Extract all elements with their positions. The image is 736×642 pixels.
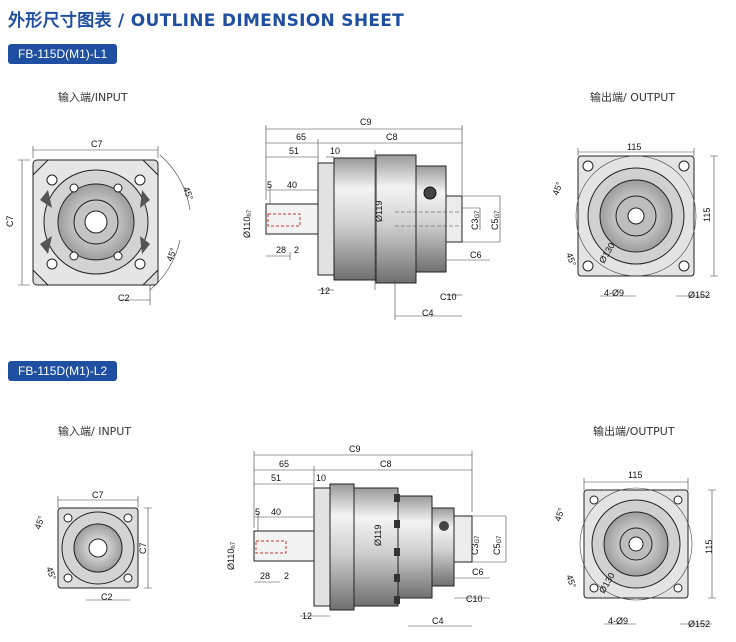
dim-c4-l2: C4 [432, 616, 444, 626]
dim-5-l2: 5 [255, 507, 260, 517]
tolerance-subscript: G7 [495, 210, 501, 219]
input-view-l1: C7 C7 45° 45° C2 [5, 139, 195, 305]
dim-c7-side-l1: C7 [5, 215, 15, 227]
dim-c5-l2: C5G7 [492, 535, 503, 555]
dim-45-top-l2: 45° [32, 514, 46, 531]
tolerance-subscript: h7 [231, 541, 237, 548]
dim-phi110-l1: Ø110h7 [242, 209, 253, 238]
dim-c6-l1: C6 [470, 250, 482, 260]
dim-phi119-l1: Ø119 [374, 201, 384, 222]
dim-c2-l1: C2 [118, 293, 130, 303]
tolerance-subscript: h7 [247, 209, 253, 216]
dim-c7-side-l2: C7 [138, 542, 148, 554]
tolerance-subscript: G7 [475, 210, 481, 219]
dim-65-l1: 65 [296, 132, 306, 142]
dim-28-l2: 28 [260, 571, 270, 581]
dim-115-side-l1: 115 [702, 208, 712, 222]
dim-12-l2: 12 [302, 611, 312, 621]
dim-10-l2: 10 [316, 473, 326, 483]
tolerance-subscript: G7 [497, 535, 503, 544]
dim-115-top-l1: 115 [627, 142, 641, 152]
dim-2-l1: 2 [294, 245, 299, 255]
page-title: 外形尺寸图表 / OUTLINE DIMENSION SHEET [8, 11, 405, 31]
dim-c4-l1: C4 [422, 308, 434, 318]
output-label-l1: 输出端/ OUTPUT [590, 91, 676, 104]
dim-phi119-l2: Ø119 [373, 525, 383, 546]
tolerance-subscript: G7 [475, 535, 481, 544]
dim-51-l1: 51 [289, 146, 299, 156]
side-view-l1: C9 65 C8 51 10 5 40 28 2 12 Ø110h7 Ø119 … [242, 117, 501, 320]
dim-45-bottom-l1: 45° [164, 246, 178, 263]
dim-c7-top-l1: C7 [91, 139, 103, 149]
input-label-l1: 输入端/INPUT [58, 91, 128, 104]
dim-5-l1: 5 [267, 180, 272, 190]
dim-45-bottom-out-l2: 45° [564, 573, 578, 590]
dim-2-l2: 2 [284, 571, 289, 581]
dim-45-top-l1: 45° [181, 185, 195, 202]
dim-phi152-l2: Ø152 [688, 619, 710, 629]
dim-c5-l1: C5G7 [490, 210, 501, 230]
model-badge-l2: FB-115D(M1)-L2 [8, 361, 118, 381]
dim-40-l1: 40 [287, 180, 297, 190]
output-label-l2: 输出端/OUTPUT [593, 425, 675, 438]
dim-45-bottom-l2: 45° [44, 565, 58, 582]
dim-c6-l2: C6 [472, 567, 484, 577]
dim-51-l2: 51 [271, 473, 281, 483]
dim-45-top-out-l1: 45° [550, 180, 564, 197]
dim-c8-l2: C8 [380, 459, 392, 469]
input-label-l2: 输入端/ INPUT [58, 425, 132, 438]
input-view-l2: C7 C7 45° 45° C2 [32, 490, 152, 602]
dim-c8-l1: C8 [386, 132, 398, 142]
dim-115-side-l2: 115 [704, 540, 714, 554]
dim-12-l1: 12 [320, 286, 330, 296]
dim-holes-l2: 4-Ø9 [608, 616, 628, 626]
dim-c3-l1: C3G7 [470, 210, 481, 230]
dim-phi110-l2: Ø110h7 [226, 541, 237, 570]
dim-c3-l2: C3G7 [470, 535, 481, 555]
dim-45-bottom-out-l1: 45° [564, 251, 578, 268]
dim-holes-l1: 4-Ø9 [604, 288, 624, 298]
dim-10-l1: 10 [330, 146, 340, 156]
dim-28-l1: 28 [276, 245, 286, 255]
dim-c2-l2: C2 [101, 592, 113, 602]
dim-40-l2: 40 [271, 507, 281, 517]
output-view-l2: 115 115 45° 45° Ø130 4-Ø9 Ø152 [552, 470, 716, 629]
dim-65-l2: 65 [279, 459, 289, 469]
model-badge-l1: FB-115D(M1)-L1 [8, 44, 118, 64]
dim-c10-l1: C10 [440, 292, 457, 302]
output-view-l1: 115 115 45° 45° Ø130 4-Ø9 Ø152 [550, 142, 718, 300]
dim-phi152-l1: Ø152 [688, 290, 710, 300]
dim-115-top-l2: 115 [628, 470, 642, 480]
dim-c9-l2: C9 [349, 444, 361, 454]
side-view-l2: C9 65 C8 51 10 5 40 28 2 12 Ø110h7 Ø119 … [226, 444, 507, 627]
dim-45-top-out-l2: 45° [552, 506, 566, 523]
dim-c9-l1: C9 [360, 117, 372, 127]
dim-c7-top-l2: C7 [92, 490, 104, 500]
dim-c10-l2: C10 [466, 594, 483, 604]
